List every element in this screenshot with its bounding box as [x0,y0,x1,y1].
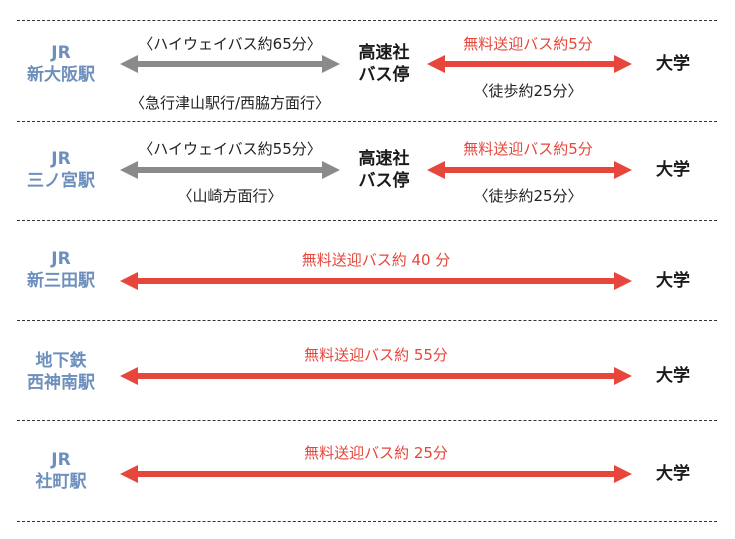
shuttle-duration-label: 無料送迎バス約 55分 [304,346,448,364]
bus-duration-label: 〈ハイウェイバス約55分〉 [138,140,322,158]
shuttle-duration-label: 無料送迎バス約5分 [463,140,593,158]
shuttle-duration-label: 無料送迎バス約 40 分 [301,251,451,269]
shuttle-arrow [120,272,632,290]
hub-line2: バス停 [358,171,410,191]
bus-direction-label: 〈急行津山駅行/西脇方面行〉 [129,94,331,112]
shuttle-duration-label: 無料送迎バス約5分 [463,35,593,53]
divider [17,121,717,122]
station-label: 三ノ宮駅 [27,171,95,191]
divider [17,521,717,522]
divider [17,320,717,321]
walk-duration-label: 〈徒歩約25分〉 [473,187,583,205]
university-destination: 大学 [656,54,690,74]
shuttle-arrow [120,465,632,483]
station-line: 地下鉄 [35,351,87,371]
shuttle-arrow [120,367,632,385]
bus-duration-label: 〈ハイウェイバス約65分〉 [138,35,322,53]
university-destination: 大学 [656,366,690,386]
university-destination: 大学 [656,464,690,484]
hub-line2: バス停 [358,65,410,85]
highway-bus-stop: 高速社 バス停 [349,148,419,192]
station-line: JR [51,249,71,269]
station-label: 社町駅 [35,472,87,492]
university-destination: 大学 [656,160,690,180]
shuttle-duration-label: 無料送迎バス約 25分 [304,444,448,462]
divider [17,220,717,221]
station-line: JR [51,149,71,169]
hub-line1: 高速社 [358,43,410,63]
station-label: 新大阪駅 [27,65,95,85]
station-name: JR 三ノ宮駅 [20,148,102,192]
station-name: JR 社町駅 [20,449,102,493]
station-label: 西神南駅 [27,373,95,393]
shuttle-arrow [427,55,632,73]
station-name: JR 新三田駅 [20,248,102,292]
station-line: JR [51,450,71,470]
bus-direction-label: 〈山崎方面行〉 [177,187,283,205]
bus-arrow [120,55,340,73]
shuttle-arrow [427,161,632,179]
highway-bus-stop: 高速社 バス停 [349,42,419,86]
walk-duration-label: 〈徒歩約25分〉 [473,82,583,100]
hub-line1: 高速社 [358,149,410,169]
divider [17,420,717,421]
station-line: JR [51,43,71,63]
bus-arrow [120,161,340,179]
station-label: 新三田駅 [27,271,95,291]
divider [17,20,717,21]
station-name: 地下鉄 西神南駅 [20,350,102,394]
station-name: JR 新大阪駅 [20,42,102,86]
university-destination: 大学 [656,271,690,291]
